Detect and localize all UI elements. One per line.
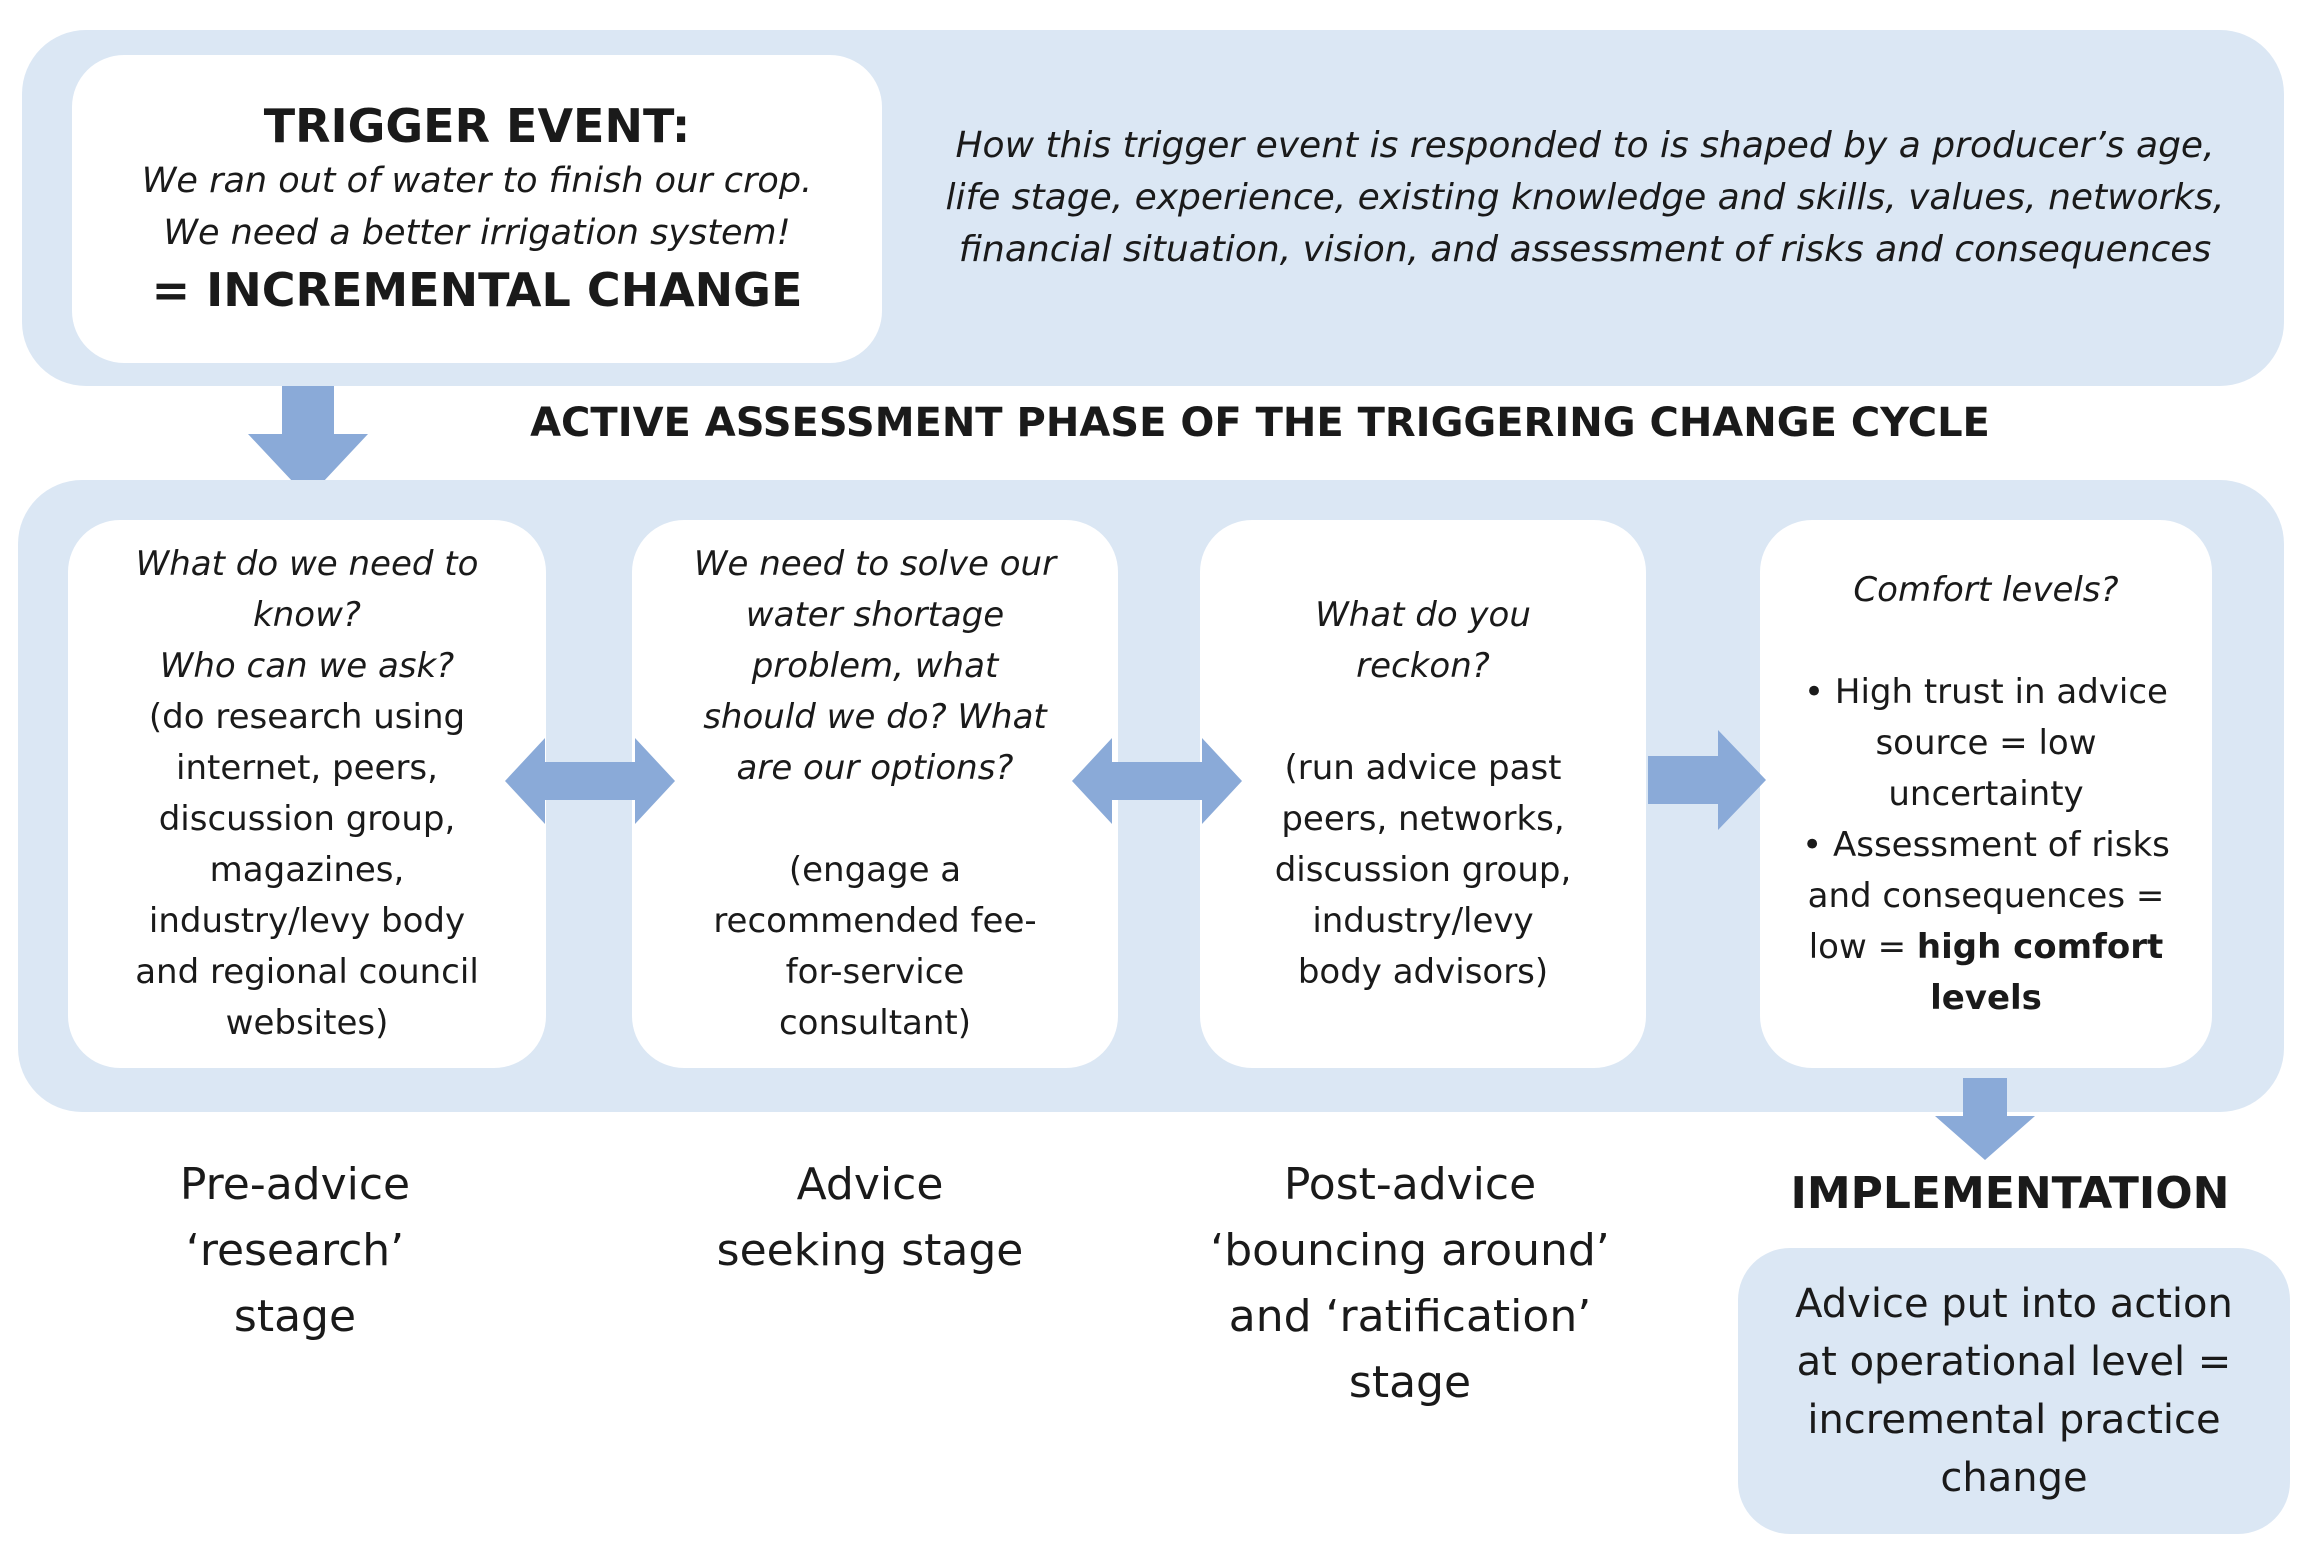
text-line: seeking stage xyxy=(716,1225,1024,1276)
text-line: incremental practice xyxy=(1807,1397,2221,1443)
trigger-line-2: We need a better irrigation system! xyxy=(163,213,791,253)
text-line: know? xyxy=(253,595,361,635)
phase-title: ACTIVE ASSESSMENT PHASE OF THE TRIGGERIN… xyxy=(530,400,1990,446)
text-line: (run advice past xyxy=(1284,748,1562,788)
text-line: reckon? xyxy=(1356,646,1490,686)
context-line-3: financial situation, vision, and assessm… xyxy=(958,229,2212,270)
text-line: industry/levy xyxy=(1312,901,1534,941)
text-line: What do we need to xyxy=(135,544,479,584)
text-line: stage xyxy=(1348,1357,1472,1408)
text-line: problem, what xyxy=(751,646,999,686)
text-line: discussion group, xyxy=(1274,850,1572,890)
text-line: (engage a xyxy=(788,850,962,890)
text-line: magazines, xyxy=(209,850,405,890)
text-line: internet, peers, xyxy=(176,748,438,788)
high-comfort-emphasis: high comfort xyxy=(1916,926,2164,967)
text-line: body advisors) xyxy=(1297,952,1549,992)
trigger-result: = INCREMENTAL CHANGE xyxy=(151,263,803,317)
text-line: recommended fee- xyxy=(713,901,1037,941)
text-line: Pre-advice xyxy=(179,1159,411,1210)
text-span: low = xyxy=(1808,926,1917,967)
right-arrow-icon xyxy=(1648,730,1766,830)
context-line-1: How this trigger event is responded to i… xyxy=(955,125,2215,166)
text-line: Who can we ask? xyxy=(159,646,455,686)
context-line-2: life stage, experience, existing knowled… xyxy=(945,177,2225,218)
levels-emphasis: levels xyxy=(1930,977,2042,1018)
text-line: ‘research’ xyxy=(185,1225,405,1276)
text-line: change xyxy=(1940,1455,2088,1501)
post-advice-question: What do you reckon? xyxy=(1315,590,1531,692)
pre-advice-card: What do we need to know? Who can we ask?… xyxy=(68,520,546,1068)
text-line: and regional council xyxy=(135,952,479,992)
advice-seeking-detail: (engage a recommended fee- for-service c… xyxy=(713,845,1036,1049)
text-line: • Assessment of risks xyxy=(1802,824,2170,865)
pre-advice-question: What do we need to know? Who can we ask? xyxy=(136,539,479,692)
advice-seeking-label: Advice seeking stage xyxy=(660,1152,1080,1284)
implementation-title: IMPLEMENTATION xyxy=(1790,1168,2230,1219)
text-line: ‘bouncing around’ xyxy=(1210,1225,1610,1276)
advice-seeking-card: We need to solve our water shortage prob… xyxy=(632,520,1118,1068)
text-line: and consequences = xyxy=(1807,875,2165,916)
text-line: source = low xyxy=(1875,722,2097,763)
implementation-text: Advice put into action at operational le… xyxy=(1795,1275,2233,1507)
text-line: consultant) xyxy=(778,1003,972,1043)
text-line: Post-advice xyxy=(1283,1159,1537,1210)
double-arrow-icon xyxy=(505,738,675,824)
text-line: websites) xyxy=(225,1003,389,1043)
comfort-bullets: • High trust in advice source = low unce… xyxy=(1802,667,2170,1024)
bullet-assessment: • Assessment of risks and consequences =… xyxy=(1802,820,2170,1024)
text-line: should we do? What xyxy=(703,697,1047,737)
pre-advice-detail: (do research using internet, peers, disc… xyxy=(135,692,479,1049)
comfort-levels-card: Comfort levels? • High trust in advice s… xyxy=(1760,520,2212,1068)
text-line: Advice put into action xyxy=(1795,1281,2233,1327)
text-line: (do research using xyxy=(148,697,466,737)
text-line: Advice xyxy=(796,1159,944,1210)
text-line: for-service xyxy=(785,952,965,992)
post-advice-detail: (run advice past peers, networks, discus… xyxy=(1275,743,1572,998)
text-line: We need to solve our xyxy=(693,544,1057,584)
text-line: What do you xyxy=(1315,595,1531,635)
text-line: are our options? xyxy=(736,748,1014,788)
comfort-levels-question: Comfort levels? xyxy=(1853,565,2118,616)
text-line: stage xyxy=(233,1291,357,1342)
double-arrow-icon xyxy=(1072,738,1242,824)
implementation-box: Advice put into action at operational le… xyxy=(1738,1248,2290,1534)
trigger-line-1: We ran out of water to finish our crop. xyxy=(141,161,813,201)
post-advice-card: What do you reckon? (run advice past pee… xyxy=(1200,520,1646,1068)
pre-advice-label: Pre-advice ‘research’ stage xyxy=(90,1152,500,1350)
text-line: discussion group, xyxy=(158,799,456,839)
trigger-title: TRIGGER EVENT: xyxy=(263,99,691,153)
down-arrow-icon xyxy=(248,386,368,498)
text-line: and ‘ratification’ xyxy=(1228,1291,1592,1342)
context-text: How this trigger event is responded to i… xyxy=(900,120,2270,276)
advice-seeking-question: We need to solve our water shortage prob… xyxy=(694,539,1056,794)
text-line: uncertainty xyxy=(1888,773,2084,814)
down-arrow-icon xyxy=(1935,1078,2035,1160)
text-line: peers, networks, xyxy=(1281,799,1565,839)
text-line: industry/levy body xyxy=(148,901,466,941)
text-line: water shortage xyxy=(745,595,1005,635)
trigger-event-card: TRIGGER EVENT: We ran out of water to fi… xyxy=(72,55,882,363)
post-advice-label: Post-advice ‘bouncing around’ and ‘ratif… xyxy=(1170,1152,1650,1416)
bullet-trust: • High trust in advice source = low unce… xyxy=(1802,667,2170,820)
text-line: low = high comfort xyxy=(1802,922,2170,973)
text-line: • High trust in advice xyxy=(1804,671,2168,712)
text-line: Comfort levels? xyxy=(1853,569,2119,610)
text-line: at operational level = xyxy=(1796,1339,2232,1385)
